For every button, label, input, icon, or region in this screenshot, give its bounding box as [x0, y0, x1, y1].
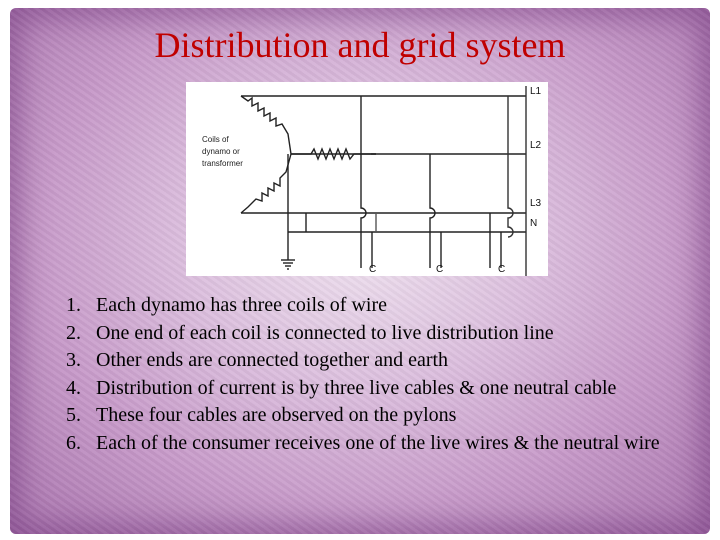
coil-label-line-2: dynamo or	[202, 147, 240, 156]
list-item: 1.Each dynamo has three coils of wire	[66, 294, 388, 316]
label-neutral: N	[530, 218, 537, 229]
label-l2: L2	[530, 140, 542, 151]
coil-label-line-1: Coils of	[202, 135, 229, 144]
consumer-label-1: C	[369, 264, 376, 275]
distribution-circuit-drawing: Coils of dynamo or transformer L1 L2 L3 …	[202, 86, 542, 276]
consumer-label-2: C	[436, 264, 443, 275]
coil-3	[240, 153, 292, 214]
list-item: 4.Distribution of current is by three li…	[66, 376, 617, 399]
coil-2	[291, 147, 376, 161]
label-l1: L1	[530, 86, 542, 97]
coil-label-line-3: transformer	[202, 159, 243, 168]
grid-system-diagram: Coils of dynamo or transformer L1 L2 L3 …	[186, 82, 548, 276]
list-item: 6.Each of the consumer receives one of t…	[66, 431, 660, 454]
consumer-label-3: C	[498, 264, 505, 275]
label-l3: L3	[530, 198, 542, 209]
coil-1	[240, 95, 292, 155]
slide-title: Distribution and grid system	[154, 25, 566, 65]
list-item: 5.These four cables are observed on the …	[66, 404, 457, 426]
consumer-2-live	[429, 154, 436, 268]
bullet-list: 1.Each dynamo has three coils of wire 2.…	[66, 292, 666, 457]
list-item: 2.One end of each coil is connected to l…	[66, 321, 554, 344]
consumer-1-live	[360, 96, 367, 268]
list-item: 3.Other ends are connected together and …	[66, 349, 449, 371]
